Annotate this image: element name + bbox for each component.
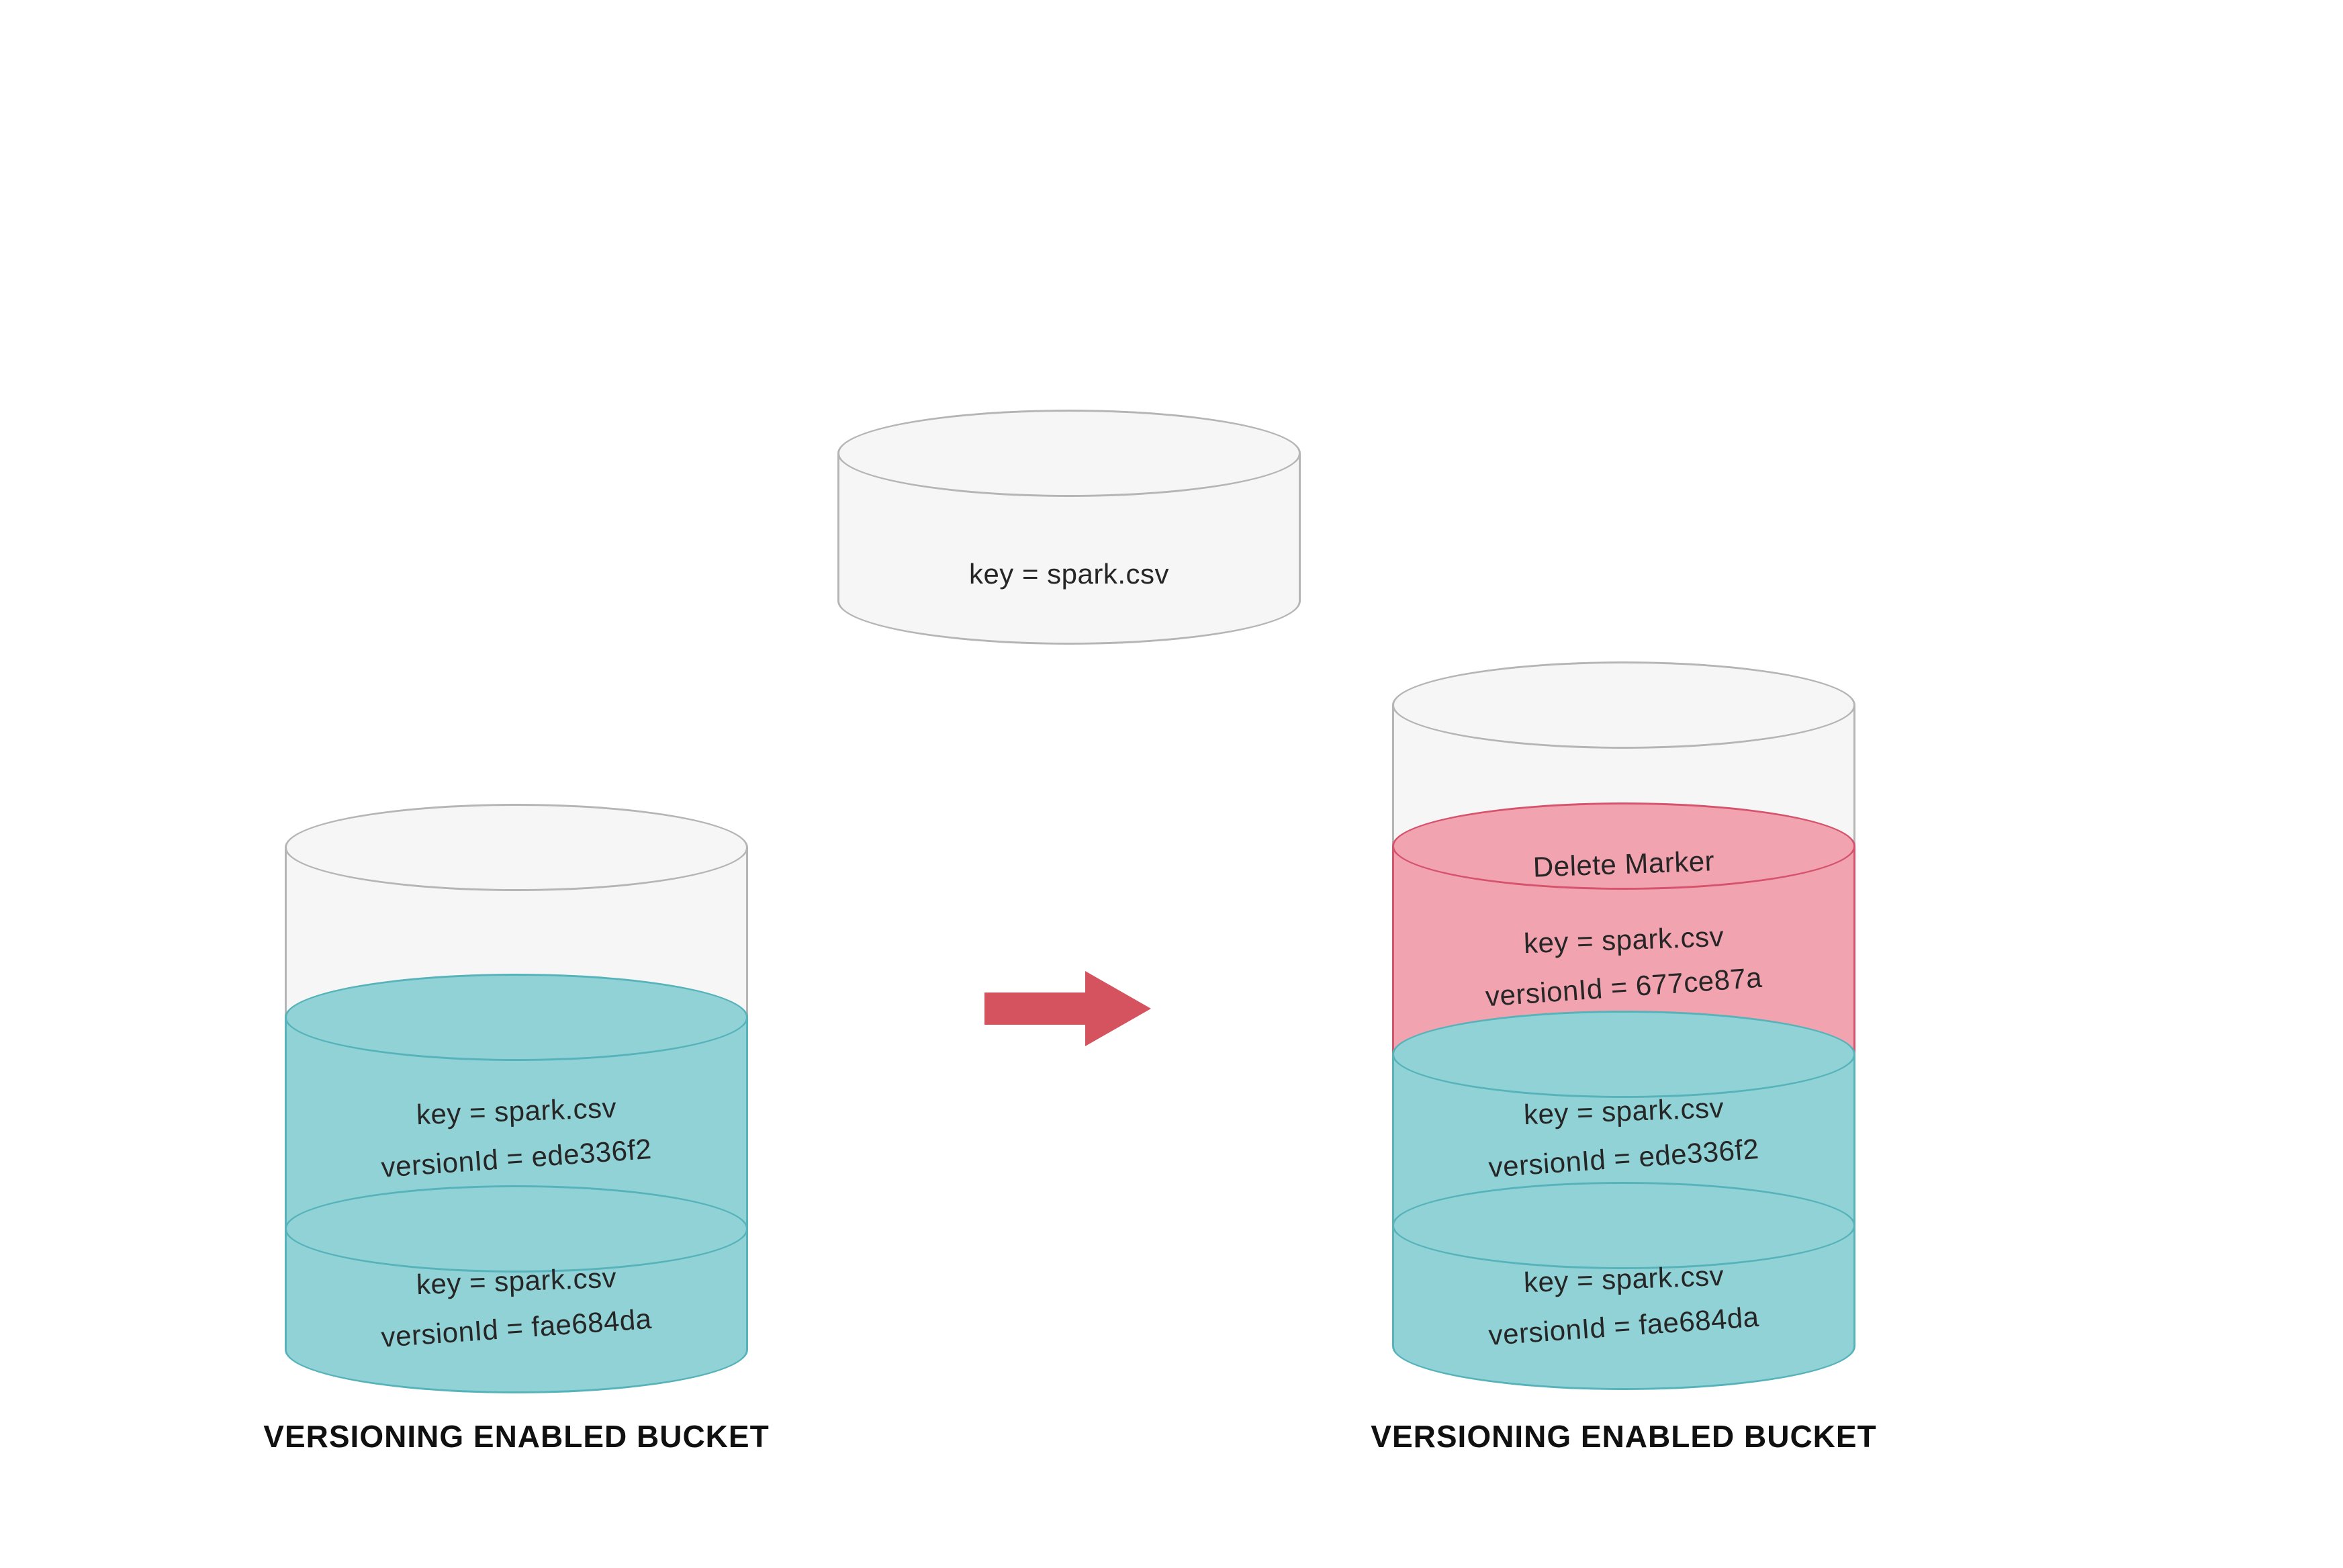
cylinder-top-ellipse <box>285 974 748 1061</box>
cylinder-top-ellipse <box>1392 661 1855 749</box>
left-bucket-version-disk-fae684da: key = spark.csv versionId = fae684da <box>285 1185 748 1393</box>
right-arrow-icon <box>984 971 1151 1046</box>
cylinder-top-ellipse <box>1392 802 1855 890</box>
cylinder-top-ellipse <box>1392 1182 1855 1269</box>
right-bucket-version-disk-fae684da: key = spark.csv versionId = fae684da <box>1392 1182 1855 1390</box>
object-key-text: key = spark.csv <box>968 558 1170 590</box>
cylinder-top-ellipse <box>837 410 1301 497</box>
incoming-object-disk: key = spark.csv <box>837 410 1301 645</box>
left-bucket-caption: VERSIONING ENABLED BUCKET <box>263 1419 770 1454</box>
cylinder-top-ellipse <box>285 1185 748 1273</box>
delete-marker-title: Delete Marker <box>1532 845 1715 883</box>
cylinder-top-ellipse <box>1392 1011 1855 1098</box>
right-bucket-caption: VERSIONING ENABLED BUCKET <box>1371 1419 1877 1454</box>
right-bucket-delete-marker-disk: Delete Marker key = spark.csv versionId … <box>1392 802 1855 1054</box>
cylinder-top-ellipse <box>285 804 748 891</box>
transition-arrow <box>984 967 1154 1054</box>
